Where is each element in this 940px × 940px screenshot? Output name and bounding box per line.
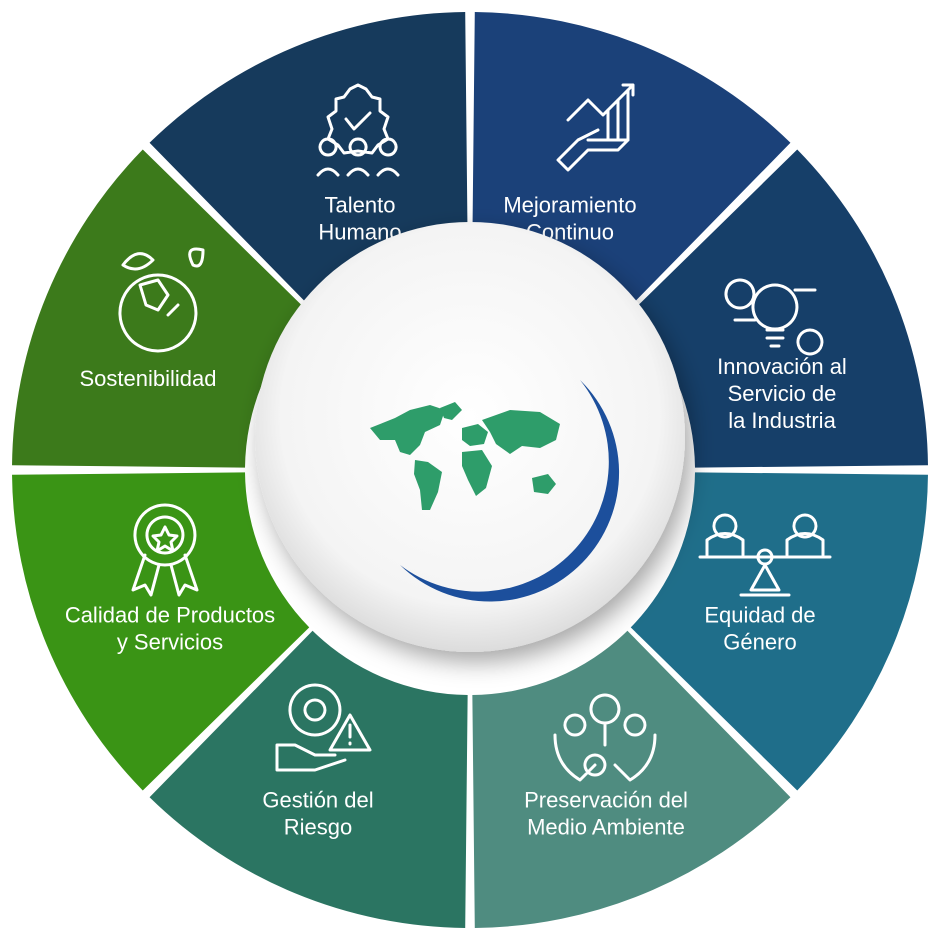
segment-label-innovacion: la Industria [728,408,836,433]
growth-hand-icon [556,83,635,172]
segment-equidad [630,472,928,791]
segment-talento [149,12,468,310]
segment-label-talento: Talento [325,192,396,217]
segment-innovacion [630,149,928,468]
world-map-logo-icon [320,330,620,605]
segment-label-mejoramiento: Mejoramiento [503,192,636,217]
segment-label-calidad: y Servicios [117,629,223,654]
lightbulb-gears-icon [724,278,824,356]
quality-badge-icon [131,503,199,597]
segment-label-preservacion: Medio Ambiente [527,814,685,839]
segment-label-equidad: Género [723,629,796,654]
segment-mejoramiento [472,12,791,310]
earth-leaves-icon [118,247,205,353]
segment-label-equidad: Equidad de [704,602,815,627]
gender-balance-icon [698,513,832,597]
segment-label-gestion: Gestión del [262,787,373,812]
icons-layer [118,83,832,782]
gear-team-icon [316,83,400,177]
segment-calidad [12,472,310,791]
segment-label-gestion: Riesgo [284,814,352,839]
segment-label-preservacion: Preservación del [524,787,688,812]
risk-gear-icon [275,683,372,772]
segment-gestion [149,630,468,928]
segment-label-innovacion: Innovación al [717,354,847,379]
segment-label-calidad: Calidad de Productos [65,602,275,627]
segment-label-innovacion: Servicio de [728,381,837,406]
segment-label-sostenibilidad: Sostenibilidad [80,366,217,391]
environment-hands-icon [553,693,657,782]
